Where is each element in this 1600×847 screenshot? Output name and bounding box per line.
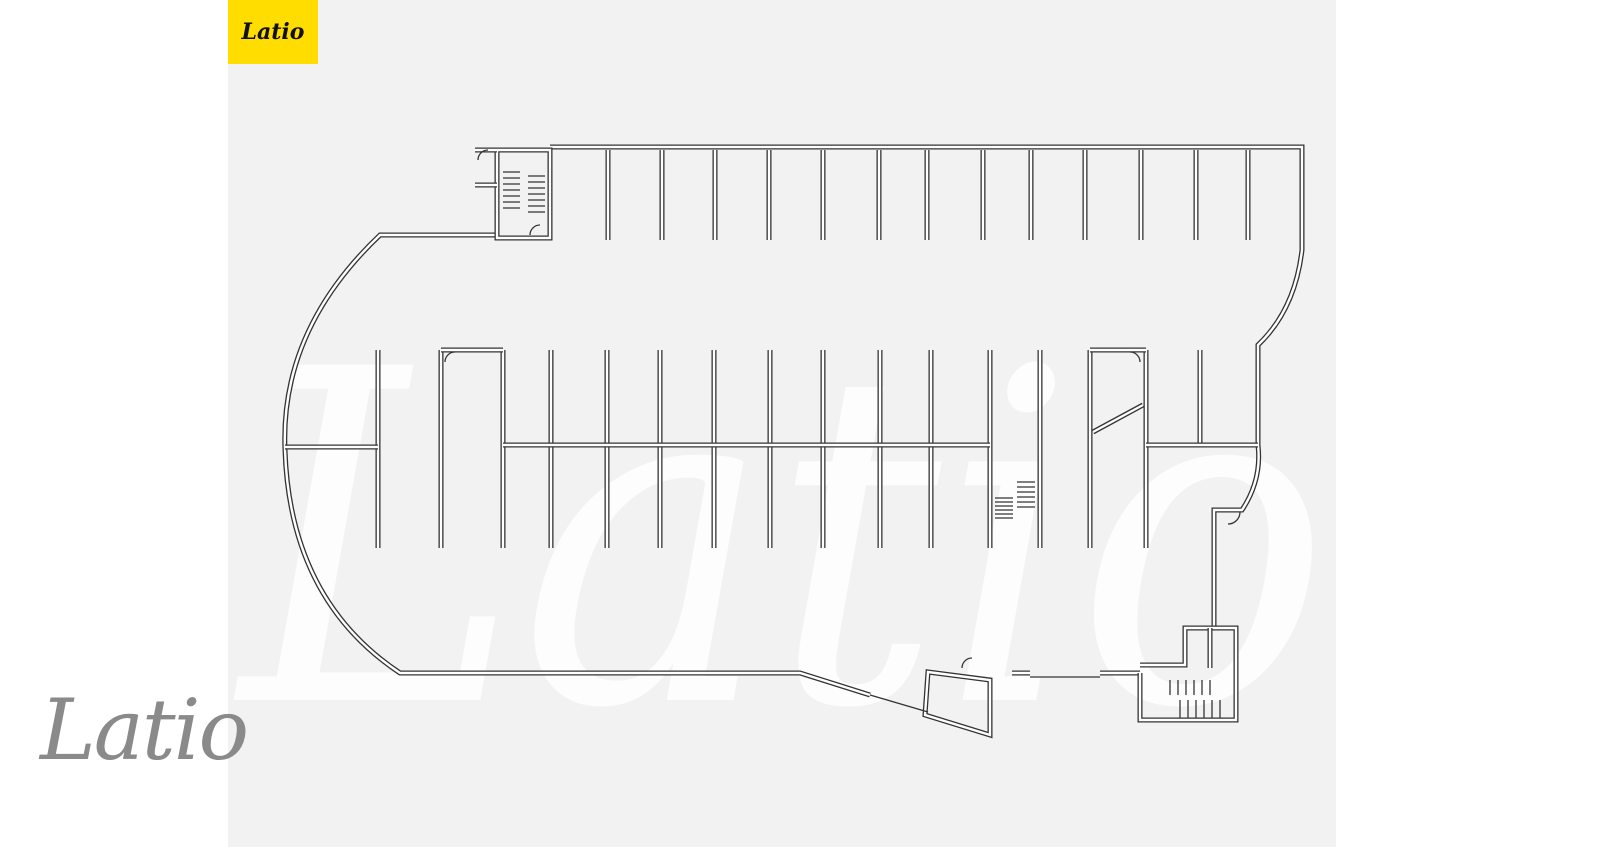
door-arc: [529, 224, 541, 236]
outer-wall: [550, 145, 1304, 628]
diagonal-wall: [1092, 403, 1144, 434]
watermark: Latio: [233, 274, 1330, 809]
door-arc: [1227, 511, 1241, 525]
stair-core-wall: [495, 148, 552, 240]
lobby-wall: [923, 670, 992, 737]
center-spine-wall: [285, 443, 1258, 449]
door-arc: [961, 657, 973, 669]
door-arc: [477, 149, 489, 161]
logo-text: Latio: [241, 19, 305, 45]
stair-core-entry: [475, 147, 497, 188]
stair-service-core: [1138, 626, 1238, 722]
door-arc: [1129, 351, 1141, 363]
outer-wall-curved: [283, 233, 871, 697]
floor-plan-sheet: [228, 0, 1336, 847]
ramp-line: [869, 694, 929, 713]
logo-badge: Latio: [228, 0, 318, 64]
door-arc: [444, 351, 456, 363]
stair-core-entry: [475, 148, 497, 187]
logo-watermark: Latio: [40, 681, 249, 779]
